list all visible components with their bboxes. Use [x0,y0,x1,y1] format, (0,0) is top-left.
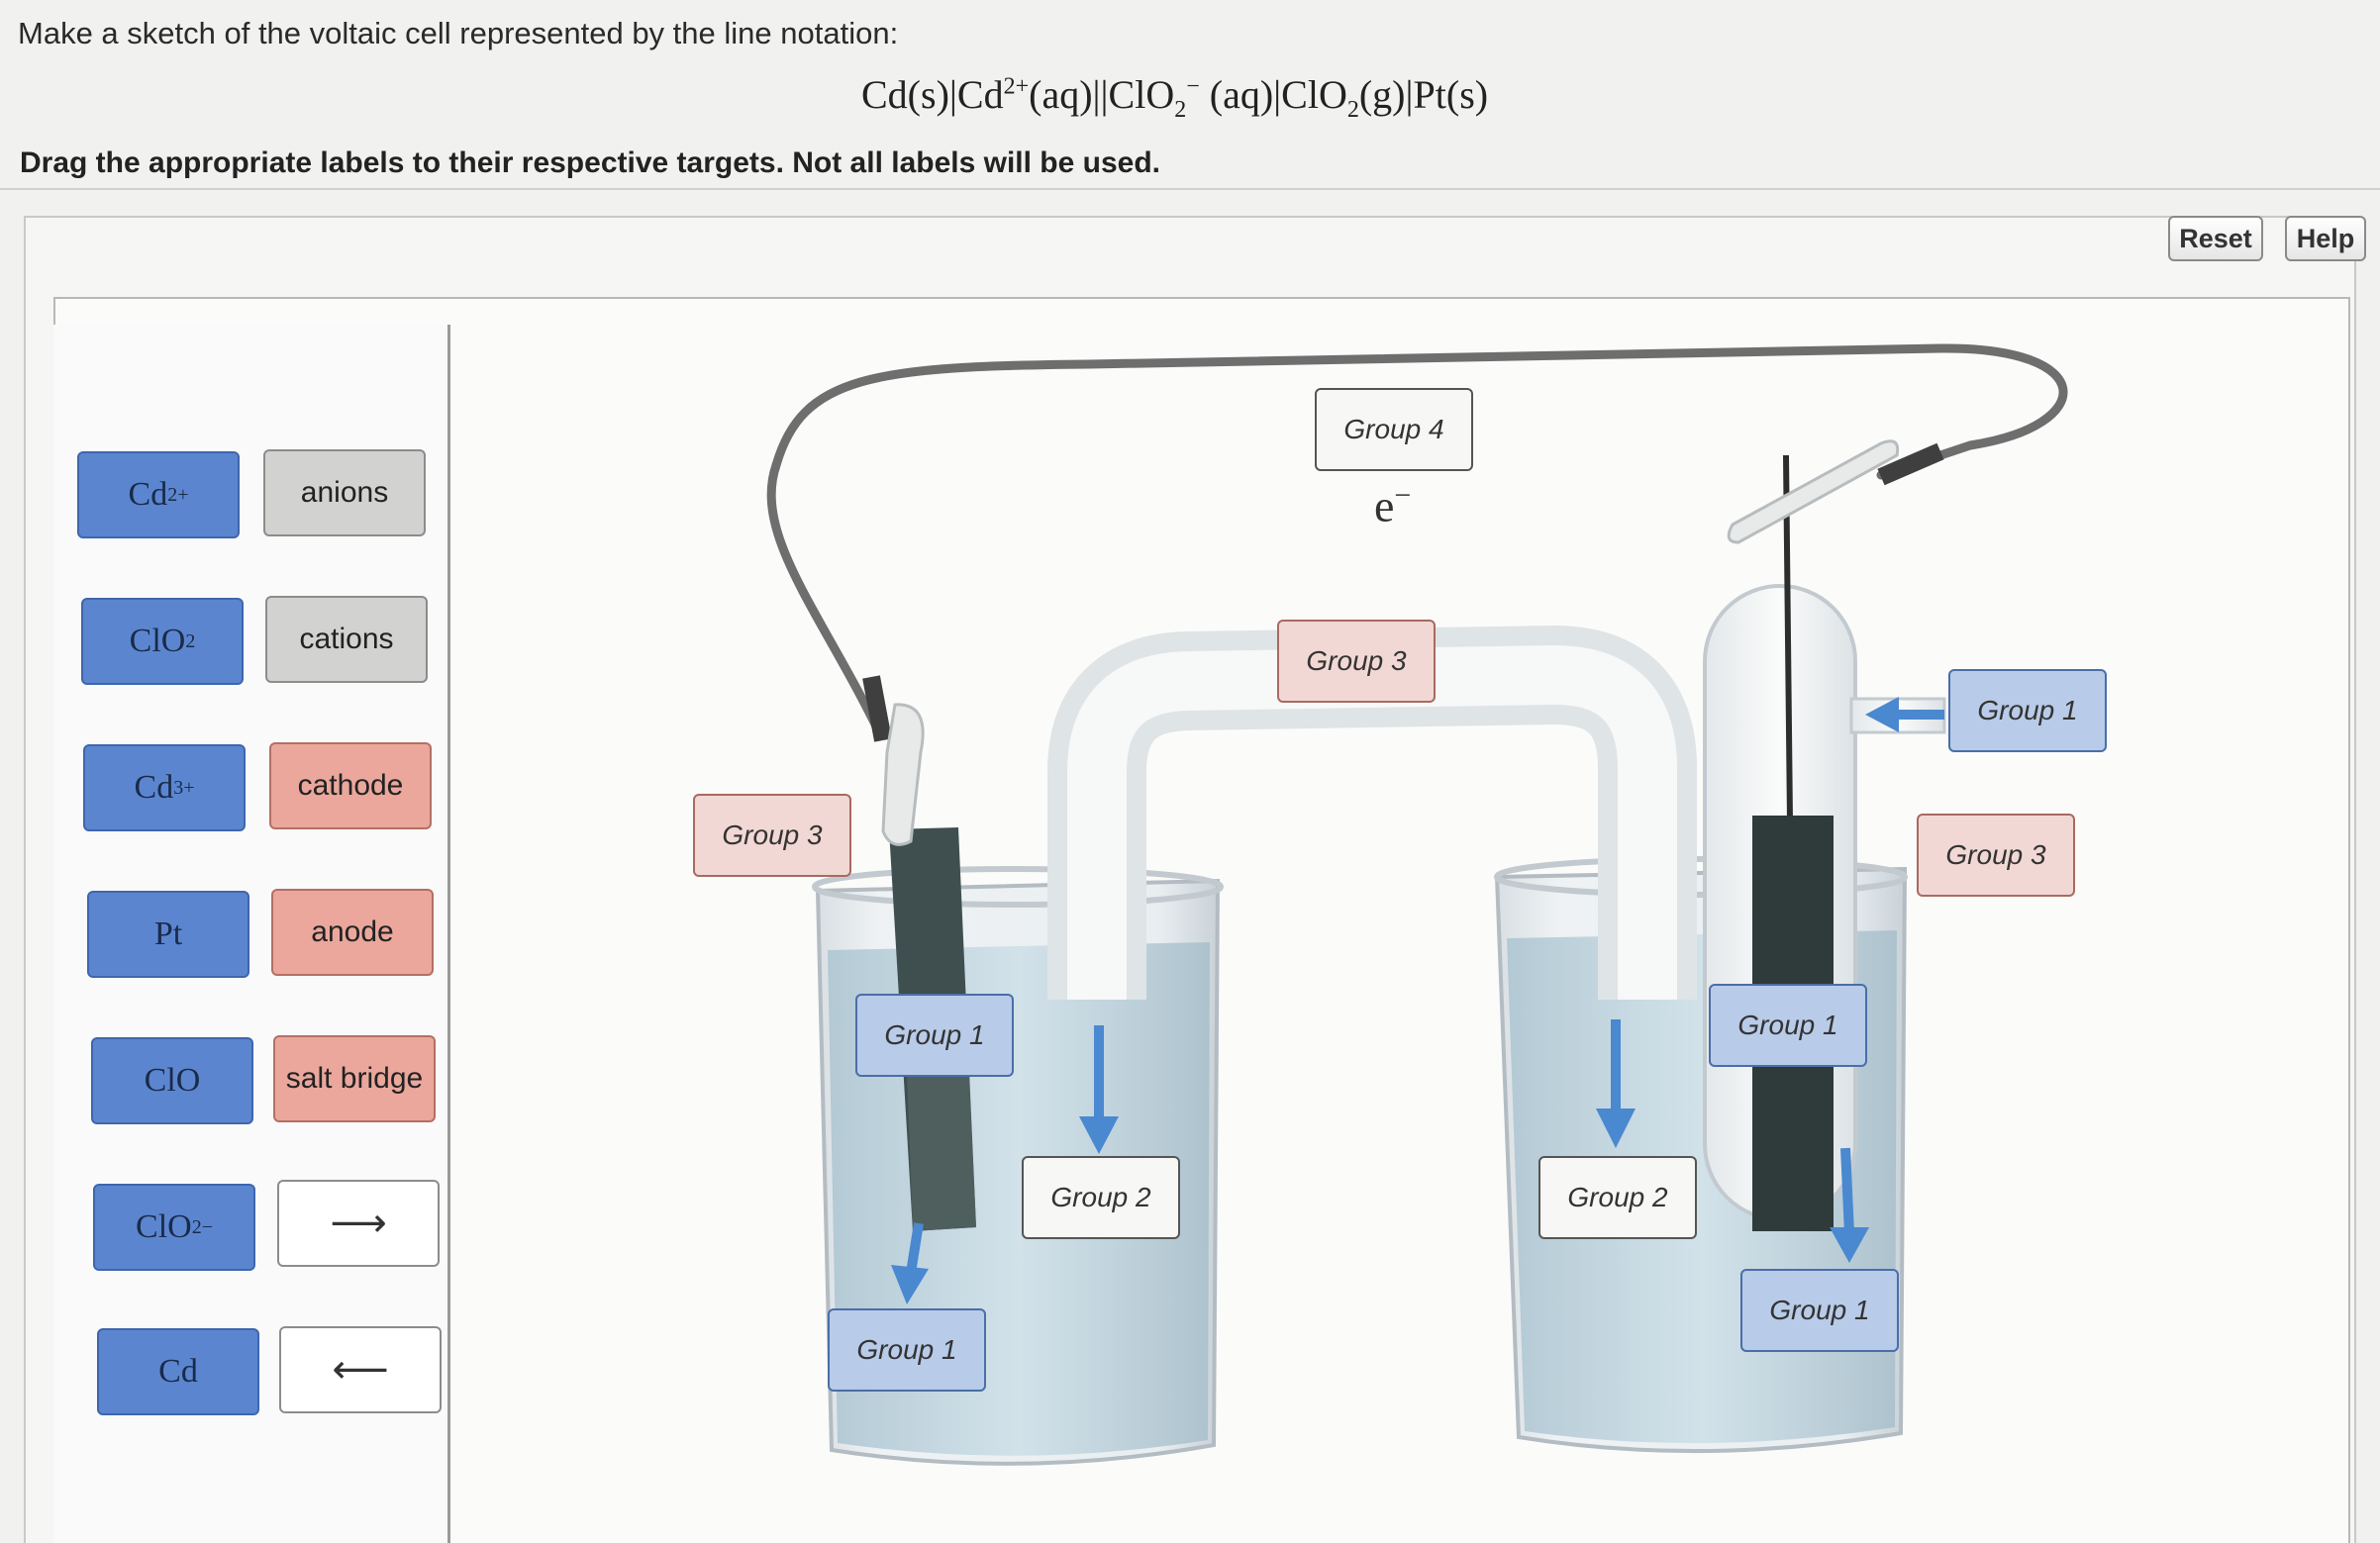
target-group3-right-electrode[interactable]: Group 3 [1917,814,2075,897]
electron-sup: − [1394,479,1412,512]
blue-arrows [891,697,1944,1304]
label-arrow-left[interactable]: ⟵ [279,1326,442,1413]
label-cd[interactable]: Cd [97,1328,259,1415]
divider [0,188,2380,190]
label-cations[interactable]: cations [265,596,428,683]
chip-text: ClO [136,1208,192,1245]
external-wire [766,343,2068,737]
target-group1-gas[interactable]: Group 1 [1948,669,2107,752]
target-group2-left[interactable]: Group 2 [1022,1156,1180,1239]
question-prompt: Make a sketch of the voltaic cell repres… [18,16,899,50]
chip-sup: 2+ [167,483,189,506]
notation-part: Cd(s)|Cd [861,72,1004,117]
reset-button[interactable]: Reset [2168,216,2263,261]
wire-sleeve [862,675,892,742]
right-clip [1727,439,1900,544]
chip-sub: 2 [191,1215,202,1238]
left-clip [881,703,925,846]
target-group1-right-bottom[interactable]: Group 1 [1740,1269,1899,1352]
notation-part: (g)|Pt(s) [1358,72,1489,117]
chip-sup: 3+ [173,776,195,799]
target-group1-left-bottom[interactable]: Group 1 [828,1308,986,1392]
label-arrow-right[interactable]: ⟶ [277,1180,440,1267]
chip-text: Cd [128,476,168,513]
help-button[interactable]: Help [2285,216,2366,261]
label-cathode[interactable]: cathode [269,742,432,829]
chip-sup: − [201,1215,213,1238]
notation-sub: 2 [1174,97,1187,123]
label-pt[interactable]: Pt [87,891,249,978]
label-anions[interactable]: anions [263,449,426,536]
chip-sub: 2 [185,629,196,652]
wire-sleeve [1877,442,1944,486]
notation-sub: 2 [1346,97,1359,123]
notation-part: (aq)|ClO [1199,72,1347,117]
electron-label: e− [1374,479,1411,531]
notation-sup: − [1186,73,1200,100]
target-group1-left-electrode[interactable]: Group 1 [855,994,1014,1077]
notation-sup: 2+ [1003,73,1030,100]
target-group2-right[interactable]: Group 2 [1538,1156,1697,1239]
target-group4[interactable]: Group 4 [1315,388,1473,471]
target-group3-left-electrode[interactable]: Group 3 [693,794,851,877]
line-notation: Cd(s)|Cd2+(aq)||ClO2− (aq)|ClO2(g)|Pt(s) [861,71,1488,124]
notation-part: (aq)||ClO [1029,72,1175,117]
instruction-text: Drag the appropriate labels to their res… [20,146,1160,179]
electron-base: e [1374,480,1395,531]
label-salt-bridge[interactable]: salt bridge [273,1035,436,1122]
chip-text: ClO [129,623,186,659]
target-group1-right-electrode[interactable]: Group 1 [1709,984,1867,1067]
target-group3-salt-bridge[interactable]: Group 3 [1277,620,1436,703]
label-clo[interactable]: ClO [91,1037,253,1124]
label-anode[interactable]: anode [271,889,434,976]
chip-text: Cd [134,769,174,806]
